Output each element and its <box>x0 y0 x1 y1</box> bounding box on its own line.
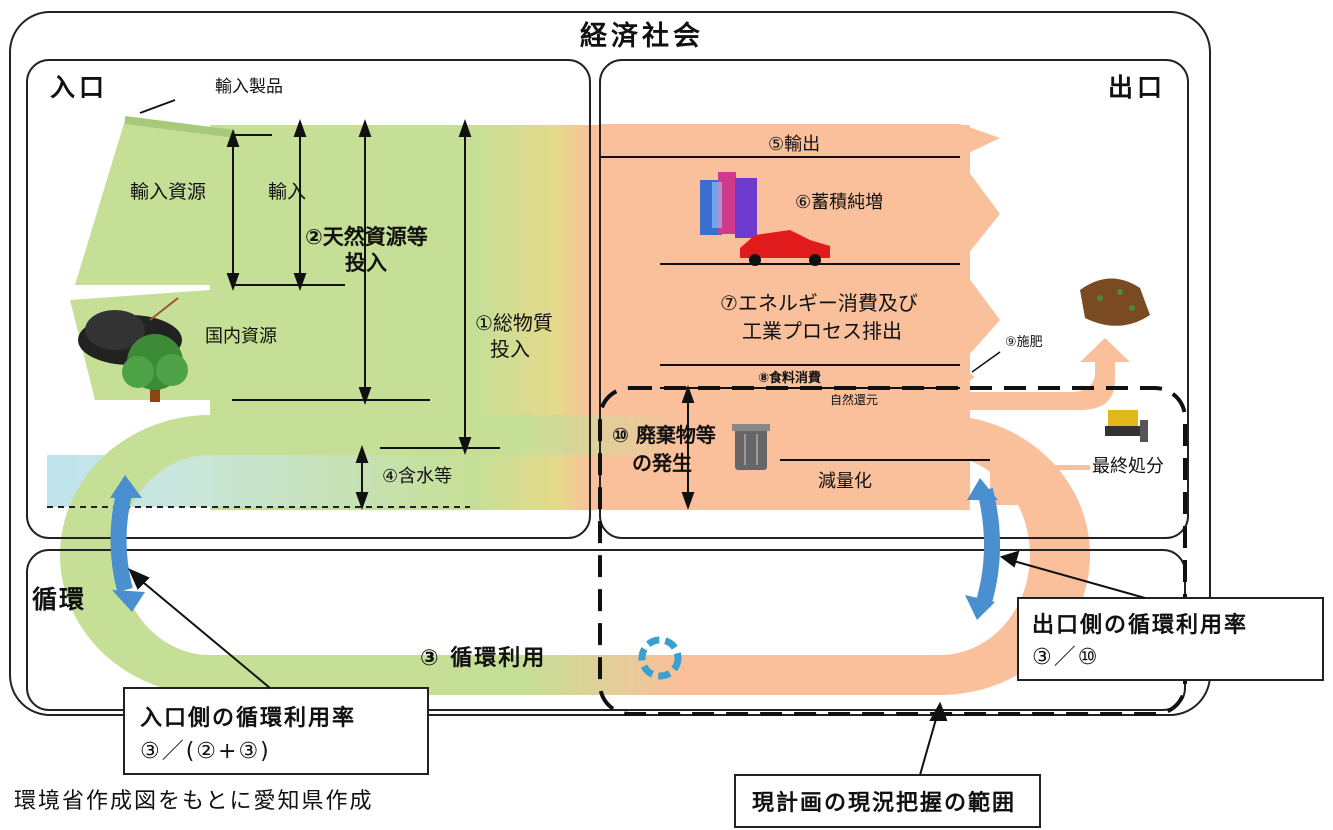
cycle-label: 循環 <box>32 585 86 614</box>
measure-arrows <box>226 119 695 510</box>
outlet-rate-formula: ③／⑩ <box>1032 645 1099 670</box>
energy-band <box>660 266 1000 365</box>
export-band <box>600 124 1000 157</box>
reduction-label: 減量化 <box>818 471 872 492</box>
total-input-line1: ①総物質 <box>475 311 553 335</box>
food-label: ⑧食料消費 <box>758 370 821 386</box>
water-content-label: ④含水等 <box>382 466 452 487</box>
outlet-box <box>599 59 1189 539</box>
buildings-icon <box>700 172 757 238</box>
callout-pointers <box>128 550 1146 776</box>
exports-label: ⑤輸出 <box>768 134 820 155</box>
natural-resources-line2: 投入 <box>345 251 387 275</box>
import-wedge <box>75 120 230 285</box>
fertilizer-pointer <box>971 351 1001 373</box>
tree-icon <box>122 334 188 402</box>
inlet-label: 入口 <box>50 73 108 102</box>
food-band <box>660 367 975 388</box>
bulldozer-icon <box>1105 410 1148 442</box>
fertilizer-label: ⑨施肥 <box>1005 335 1043 350</box>
outlet-rate-callout <box>1017 597 1324 681</box>
scope-label: 現計画の現況把握の範囲 <box>752 790 1016 816</box>
total-input-line2: 投入 <box>490 337 530 361</box>
cycle-arrowhead-left-down <box>112 590 145 612</box>
accumulation-label: ⑥蓄積純増 <box>795 192 883 213</box>
outlet-label: 出口 <box>1108 73 1166 102</box>
imports-label: 輸入 <box>268 181 306 203</box>
recycling-loop <box>60 415 1090 695</box>
waste-label-line2: の発生 <box>632 451 692 475</box>
scope-callout <box>734 774 1041 828</box>
cycle-arrowhead-left-up <box>110 475 142 498</box>
cycle-arrowhead-right-down <box>965 595 995 620</box>
inlet-rate-formula: ③／(②+③) <box>140 739 271 764</box>
input-reference-lines <box>139 99 990 461</box>
energy-label-line1: ⑦エネルギー消費及び <box>720 291 918 315</box>
imported-resources-label: 輸入資源 <box>130 181 206 203</box>
cycle-arrow-left <box>110 487 133 593</box>
imported-products-label: 輸入製品 <box>215 77 283 97</box>
diagram-title: 経済社会 <box>580 20 704 52</box>
recycling-use-label: ③ 循環利用 <box>420 645 546 671</box>
inlet-rate-callout <box>123 687 429 775</box>
final-disposal-label: 最終処分 <box>1092 456 1164 477</box>
outlet-rate-title: 出口側の循環利用率 <box>1032 612 1248 638</box>
waste-label-line1: ⑩ 廃棄物等 <box>612 423 716 447</box>
credit-text: 環境省作成図をもとに愛知県作成 <box>14 789 374 814</box>
cycle-arrow-right <box>975 488 1001 608</box>
soil-icon <box>1080 278 1150 326</box>
recycle-icon <box>638 636 682 680</box>
inlet-rate-title: 入口側の循環利用率 <box>140 705 356 731</box>
cycle-arrowhead-right-up <box>967 478 998 500</box>
domestic-resources-label: 国内資源 <box>205 326 277 347</box>
society-frame <box>9 11 1211 716</box>
natural-return-label: 自然還元 <box>830 392 878 407</box>
trash-can-icon <box>732 424 770 470</box>
import-products-stripe <box>125 116 235 138</box>
energy-label-line2: 工業プロセス排出 <box>742 319 902 343</box>
natural-resources-line1: ②天然資源等 <box>305 225 428 249</box>
inlet-box <box>26 59 591 539</box>
natural-return-band <box>780 338 1130 410</box>
car-icon <box>740 230 830 266</box>
